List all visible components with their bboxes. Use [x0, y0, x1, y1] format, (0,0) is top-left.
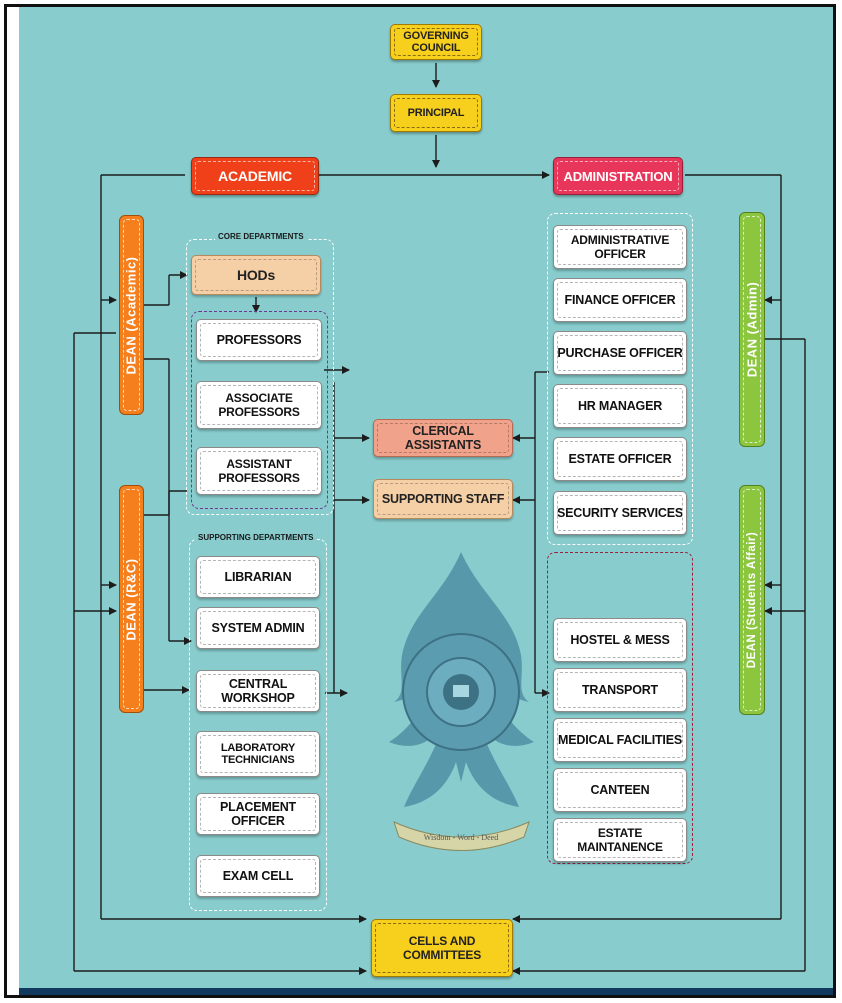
- dean-academic-box: DEAN (Academic): [119, 215, 144, 415]
- dean-admin-box: DEAN (Admin): [739, 212, 765, 447]
- emblem-motto: Wisdom - Word - Deed: [424, 833, 498, 842]
- hr-manager-box: HR MANAGER: [553, 384, 687, 428]
- org-chart-canvas: Wisdom - Word - Deed GOVERNING COUNCIL P…: [19, 7, 833, 995]
- security-services-box: SECURITY SERVICES: [553, 491, 687, 535]
- trust-emblem: Wisdom - Word - Deed: [389, 552, 534, 851]
- dean-students-affair-box: DEAN (Students Affair): [739, 485, 765, 715]
- dean-rc-box: DEAN (R&C): [119, 485, 144, 713]
- administration-box: ADMINISTRATION: [553, 157, 683, 195]
- dean-admin-label: DEAN (Admin): [744, 281, 760, 378]
- system-admin-box: SYSTEM ADMIN: [196, 607, 320, 649]
- laboratory-technicians-box: LABORATORY TECHNICIANS: [196, 731, 320, 777]
- transport-box: TRANSPORT: [553, 668, 687, 712]
- central-workshop-box: CENTRAL WORKSHOP: [196, 670, 320, 712]
- librarian-box: LIBRARIAN: [196, 556, 320, 598]
- associate-professors-box: ASSOCIATE PROFESSORS: [196, 381, 322, 429]
- principal-box: PRINCIPAL: [390, 94, 482, 132]
- bottom-band: [19, 988, 833, 995]
- canteen-box: CANTEEN: [553, 768, 687, 812]
- exam-cell-box: EXAM CELL: [196, 855, 320, 897]
- academic-box: ACADEMIC: [191, 157, 319, 195]
- dean-rc-label: DEAN (R&C): [124, 557, 139, 641]
- admin-officers-group: [547, 213, 693, 545]
- dean-students-affair-label: DEAN (Students Affair): [746, 531, 758, 669]
- professors-box: PROFESSORS: [196, 319, 322, 361]
- estate-officer-box: ESTATE OFFICER: [553, 437, 687, 481]
- core-departments-title: CORE DEPARTMENTS: [215, 232, 307, 241]
- connector-lines: [73, 63, 806, 975]
- hods-box: HODs: [191, 255, 321, 295]
- supporting-departments-title: SUPPORTING DEPARTMENTS: [195, 533, 317, 542]
- student-services-group: [547, 552, 693, 864]
- dean-academic-label: DEAN (Academic): [124, 255, 139, 375]
- estate-maintanence-box: ESTATE MAINTANENCE: [553, 818, 687, 862]
- cells-and-committees-box: CELLS AND COMMITTEES: [371, 919, 513, 977]
- administrative-officer-box: ADMINISTRATIVE OFFICER: [553, 225, 687, 269]
- diagram-frame: Wisdom - Word - Deed GOVERNING COUNCIL P…: [4, 4, 836, 998]
- purchase-officer-box: PURCHASE OFFICER: [553, 331, 687, 375]
- clerical-assistants-box: CLERICAL ASSISTANTS: [373, 419, 513, 457]
- hostel-mess-box: HOSTEL & MESS: [553, 618, 687, 662]
- supporting-staff-box: SUPPORTING STAFF: [373, 479, 513, 519]
- medical-facilities-box: MEDICAL FACILITIES: [553, 718, 687, 762]
- assistant-professors-box: ASSISTANT PROFESSORS: [196, 447, 322, 495]
- finance-officer-box: FINANCE OFFICER: [553, 278, 687, 322]
- governing-council-box: GOVERNING COUNCIL: [390, 24, 482, 60]
- faculty-subgroup: [191, 311, 328, 509]
- placement-officer-box: PLACEMENT OFFICER: [196, 793, 320, 835]
